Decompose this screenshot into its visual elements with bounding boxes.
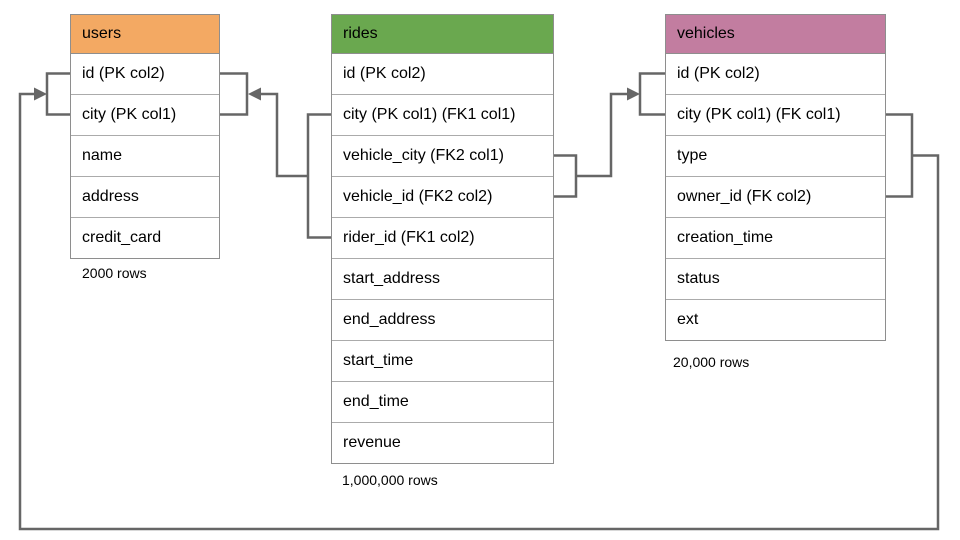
table-users-header: users [71, 15, 219, 54]
rides-left-fk1-bracket [306, 113, 331, 239]
rides-to-users-connector-line [260, 92, 308, 178]
users-left-pk-bracket [45, 72, 70, 116]
table-rides-column-revenue: revenue [332, 423, 553, 463]
table-rides: rides id (PK col2) city (PK col1) (FK1 c… [331, 14, 554, 464]
table-rides-column-vehicle-city: vehicle_city (FK2 col1) [332, 136, 553, 177]
table-vehicles-rowcount-label: 20,000 rows [673, 354, 750, 370]
table-users-column-address: address [71, 177, 219, 218]
table-rides-column-vehicle-id: vehicle_id (FK2 col2) [332, 177, 553, 218]
vehicles-to-users-connector-line [18, 92, 940, 531]
table-users-rowcount-label: 2000 rows [82, 265, 147, 281]
rides-to-vehicles-arrowhead-icon [627, 87, 640, 101]
table-users-column-name: name [71, 136, 219, 177]
table-vehicles: vehicles id (PK col2) city (PK col1) (FK… [665, 14, 886, 341]
table-vehicles-column-owner-id: owner_id (FK col2) [666, 177, 885, 218]
table-rides-rowcount-label: 1,000,000 rows [342, 472, 438, 488]
table-users-column-credit-card: credit_card [71, 218, 219, 258]
table-vehicles-header: vehicles [666, 15, 885, 54]
rides-right-fk2-bracket [554, 154, 578, 198]
rides-to-vehicles-connector-line [576, 92, 628, 178]
table-rides-header: rides [332, 15, 553, 54]
table-rides-column-rider-id: rider_id (FK1 col2) [332, 218, 553, 259]
table-rides-column-id: id (PK col2) [332, 54, 553, 95]
table-users-column-city: city (PK col1) [71, 95, 219, 136]
relationship-vehicles-to-users [18, 72, 940, 531]
table-users: users id (PK col2) city (PK col1) name a… [70, 14, 220, 259]
users-right-pk-bracket [220, 72, 249, 116]
relationship-rides-to-vehicles [554, 72, 665, 198]
vehicles-left-pk-bracket [638, 72, 665, 116]
table-rides-column-end-time: end_time [332, 382, 553, 423]
vehicles-right-fk-bracket [886, 113, 914, 198]
table-vehicles-column-creation-time: creation_time [666, 218, 885, 259]
table-rides-column-end-address: end_address [332, 300, 553, 341]
table-rides-column-city: city (PK col1) (FK1 col1) [332, 95, 553, 136]
table-vehicles-column-id: id (PK col2) [666, 54, 885, 95]
table-vehicles-column-city: city (PK col1) (FK col1) [666, 95, 885, 136]
table-rides-column-start-time: start_time [332, 341, 553, 382]
table-vehicles-column-type: type [666, 136, 885, 177]
vehicles-to-users-arrowhead-icon [34, 87, 47, 101]
relationship-rides-to-users [220, 72, 331, 239]
rides-to-users-arrowhead-icon [248, 87, 261, 101]
table-rides-column-start-address: start_address [332, 259, 553, 300]
table-vehicles-column-ext: ext [666, 300, 885, 340]
table-vehicles-column-status: status [666, 259, 885, 300]
table-users-column-id: id (PK col2) [71, 54, 219, 95]
